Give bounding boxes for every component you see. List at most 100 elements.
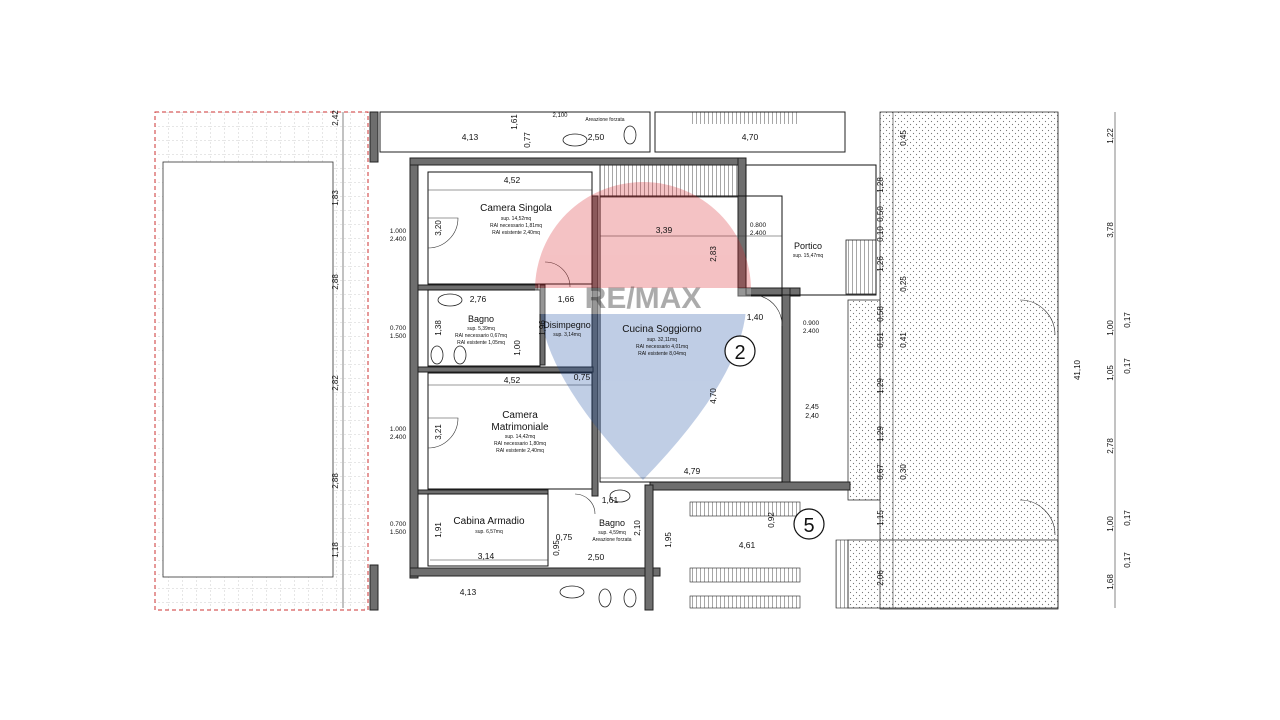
svg-text:0,17: 0,17 bbox=[1123, 552, 1132, 568]
svg-text:1,00: 1,00 bbox=[1106, 516, 1115, 532]
svg-text:1,61: 1,61 bbox=[602, 495, 619, 505]
unit-2-marker bbox=[724, 335, 756, 367]
svg-text:0,25: 0,25 bbox=[899, 276, 908, 292]
svg-text:1,83: 1,83 bbox=[331, 190, 340, 206]
svg-text:Camera Singola: Camera Singola bbox=[480, 203, 552, 214]
svg-text:2,83: 2,83 bbox=[709, 246, 718, 262]
svg-text:2,50: 2,50 bbox=[588, 552, 605, 562]
svg-text:1.000: 1.000 bbox=[390, 426, 407, 433]
svg-text:0,30: 0,30 bbox=[899, 464, 908, 480]
svg-text:Camera: Camera bbox=[502, 410, 538, 421]
svg-text:1,29: 1,29 bbox=[876, 426, 885, 442]
svg-text:2.400: 2.400 bbox=[390, 434, 407, 441]
stair-side bbox=[835, 539, 849, 609]
apartment-walls bbox=[369, 111, 851, 611]
svg-text:4,61: 4,61 bbox=[739, 540, 756, 550]
svg-text:1,66: 1,66 bbox=[558, 294, 575, 304]
svg-text:1,28: 1,28 bbox=[876, 177, 885, 193]
svg-text:2,76: 2,76 bbox=[470, 294, 487, 304]
svg-text:1,91: 1,91 bbox=[434, 522, 443, 538]
svg-text:4,13: 4,13 bbox=[460, 587, 477, 597]
svg-text:Matrimoniale: Matrimoniale bbox=[491, 422, 549, 433]
svg-text:RAI necessario 1,81mq: RAI necessario 1,81mq bbox=[490, 223, 542, 229]
svg-text:2,40: 2,40 bbox=[805, 413, 819, 420]
stair-bottom-c bbox=[689, 595, 801, 609]
svg-text:0,17: 0,17 bbox=[1123, 312, 1132, 328]
neighbour-top bbox=[379, 111, 651, 153]
svg-text:2,82: 2,82 bbox=[331, 375, 340, 391]
svg-text:1.000: 1.000 bbox=[390, 228, 407, 235]
svg-text:1.500: 1.500 bbox=[390, 333, 407, 340]
svg-text:3,39: 3,39 bbox=[656, 225, 673, 235]
stair-inner bbox=[599, 164, 739, 198]
svg-text:sup. 14,42mq: sup. 14,42mq bbox=[505, 434, 536, 440]
terrace-bottom bbox=[847, 539, 1059, 609]
room-disimpegno: Disimpegno sup. 3,14mq bbox=[543, 320, 591, 338]
svg-text:Bagno: Bagno bbox=[599, 518, 625, 528]
room-cucina-soggiorno: Cucina Soggiorno sup. 32,11mq RAI necess… bbox=[622, 324, 702, 357]
svg-text:1,00: 1,00 bbox=[1106, 320, 1115, 336]
stair-bottom-b bbox=[689, 567, 801, 583]
svg-text:0,17: 0,17 bbox=[1123, 510, 1132, 526]
remax-brand-text: RE/MAX bbox=[585, 282, 702, 315]
top-stair bbox=[690, 112, 800, 124]
svg-text:1,38: 1,38 bbox=[434, 320, 443, 336]
svg-text:RAI esistente 2,40mq: RAI esistente 2,40mq bbox=[496, 448, 544, 454]
door-bagno2 bbox=[574, 493, 596, 515]
svg-text:2,100: 2,100 bbox=[552, 113, 568, 119]
svg-text:4,13: 4,13 bbox=[462, 132, 479, 142]
svg-text:sup. 4,59mq: sup. 4,59mq bbox=[598, 530, 626, 536]
svg-text:1,68: 1,68 bbox=[1106, 574, 1115, 590]
dimension-labels: 4,13 2,100 2,50 4,70 4,52 3,39 2,76 1,66… bbox=[390, 113, 820, 597]
room-portico: Portico sup. 15,47mq bbox=[793, 241, 824, 259]
svg-text:Cucina Soggiorno: Cucina Soggiorno bbox=[622, 324, 702, 335]
svg-text:Bagno: Bagno bbox=[468, 314, 494, 324]
svg-text:RAI necessario 4,01mq: RAI necessario 4,01mq bbox=[636, 344, 688, 350]
svg-text:0,45: 0,45 bbox=[899, 130, 908, 146]
svg-text:3,78: 3,78 bbox=[1106, 222, 1115, 238]
terrace-strip bbox=[847, 299, 881, 501]
svg-text:0,41: 0,41 bbox=[899, 332, 908, 348]
door-singola bbox=[427, 217, 459, 249]
svg-text:RAI esistente 2,40mq: RAI esistente 2,40mq bbox=[492, 230, 540, 236]
svg-text:1.500: 1.500 bbox=[390, 529, 407, 536]
vertical-dimension-labels: 0,77 1,61 3,20 2,83 1,38 1,96 1,00 3,21 … bbox=[331, 110, 1132, 590]
svg-text:4,70: 4,70 bbox=[742, 132, 759, 142]
bagno-outline bbox=[427, 289, 541, 367]
svg-text:sup. 5,39mq: sup. 5,39mq bbox=[467, 326, 495, 332]
svg-text:3,14: 3,14 bbox=[478, 551, 495, 561]
svg-text:0,10: 0,10 bbox=[876, 226, 885, 242]
svg-text:0,51: 0,51 bbox=[876, 332, 885, 348]
svg-text:1,61: 1,61 bbox=[510, 114, 519, 130]
svg-text:1,22: 1,22 bbox=[1106, 128, 1115, 144]
portico-outline bbox=[745, 164, 877, 296]
svg-text:sup. 3,14mq: sup. 3,14mq bbox=[553, 332, 581, 338]
svg-text:0,67: 0,67 bbox=[876, 464, 885, 480]
svg-text:4,70: 4,70 bbox=[709, 388, 718, 404]
unit-5-marker bbox=[793, 508, 825, 540]
svg-text:RAI esistente 8,04mq: RAI esistente 8,04mq bbox=[638, 351, 686, 357]
svg-text:1,05: 1,05 bbox=[1106, 365, 1115, 381]
door-portico bbox=[759, 295, 783, 327]
svg-text:0,77: 0,77 bbox=[523, 132, 532, 148]
svg-text:0,50: 0,50 bbox=[876, 206, 885, 222]
camera-matrimoniale-outline bbox=[427, 372, 593, 490]
svg-text:4,52: 4,52 bbox=[504, 375, 521, 385]
svg-text:0.700: 0.700 bbox=[390, 521, 407, 528]
svg-text:2,45: 2,45 bbox=[805, 404, 819, 411]
svg-text:0,75: 0,75 bbox=[574, 372, 591, 382]
svg-text:RAI necessario 1,80mq: RAI necessario 1,80mq bbox=[494, 441, 546, 447]
terrace-right bbox=[879, 111, 1059, 610]
svg-text:1,00: 1,00 bbox=[513, 340, 522, 356]
svg-text:2,88: 2,88 bbox=[331, 473, 340, 489]
unit-2-label: 2 bbox=[734, 342, 745, 364]
svg-text:2.400: 2.400 bbox=[750, 230, 767, 237]
svg-text:sup. 15,47mq: sup. 15,47mq bbox=[793, 253, 824, 259]
room-camera-singola: Camera Singola sup. 14,52mq RAI necessar… bbox=[480, 203, 552, 236]
remax-watermark bbox=[535, 182, 751, 480]
balloon-blue-bottom bbox=[540, 310, 746, 480]
door-terrace-a bbox=[1019, 299, 1056, 336]
svg-text:0.800: 0.800 bbox=[750, 222, 767, 229]
